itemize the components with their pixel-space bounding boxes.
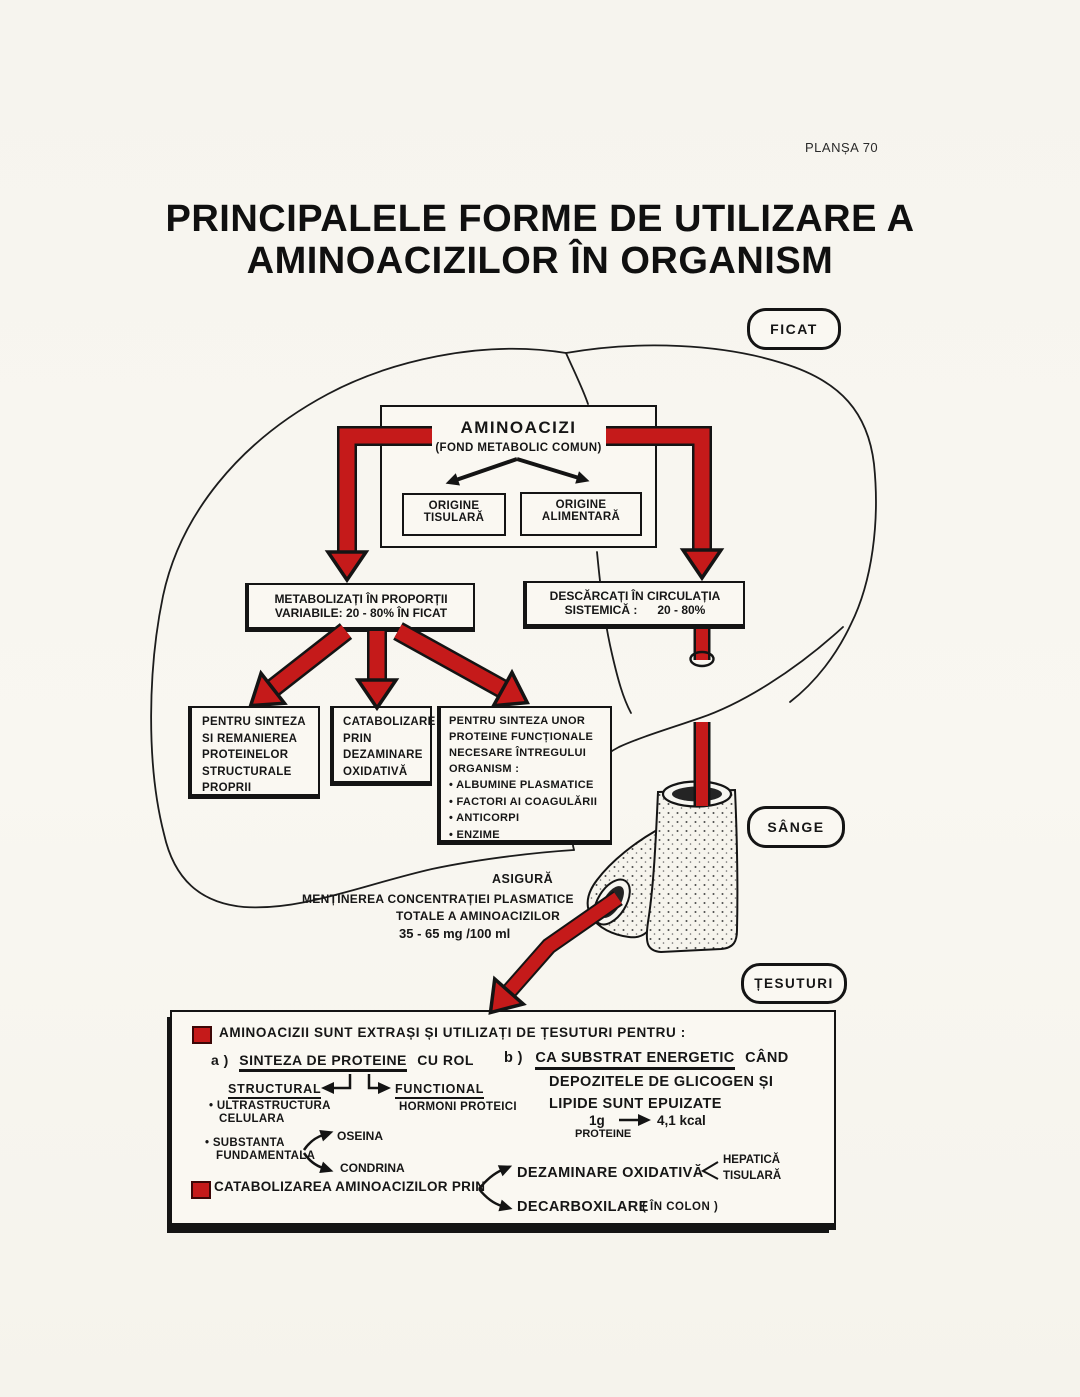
item-b-underlined: CA SUBSTRAT ENERGETIC xyxy=(535,1050,735,1070)
hepatica-tisulara-brace xyxy=(700,1161,719,1180)
descarcati-box: DESCĂRCAȚI ÎN CIRCULAȚIA SISTEMICĂ : 20 … xyxy=(523,581,745,629)
box-line: PENTRU SINTEZA UNOR xyxy=(449,715,586,727)
asigura-line4: 35 - 65 mg /100 ml xyxy=(399,926,511,941)
box-line: STRUCTURALE xyxy=(202,765,292,778)
asigura-line2: MENȚINEREA CONCENTRAȚIEI PLASMATICE xyxy=(302,892,574,906)
liver-capsule-ring xyxy=(689,650,715,668)
catabolizare-box: CATABOLIZARE PRIN DEZAMINARE OXIDATIVĂ xyxy=(330,706,436,786)
box-bullet-line: • ALBUMINE PLASMATICE xyxy=(449,779,594,791)
oseina-label: OSEINA xyxy=(337,1129,384,1143)
catabolizarea-label: CATABOLIZAREA AMINOACIZILOR PRIN xyxy=(214,1179,486,1194)
ficat-label: FICAT xyxy=(747,308,841,350)
box-line: DEZAMINARE xyxy=(343,749,423,761)
substanta-line1: • SUBSTANTA xyxy=(205,1137,285,1149)
energy-sub: PROTEINE xyxy=(575,1128,632,1140)
energy-from: 1g xyxy=(589,1113,605,1128)
sinteza-structurale-box: PENTRU SINTEZA SI REMANIEREA PROTEINELOR… xyxy=(188,706,320,799)
tisulara-label: TISULARĂ xyxy=(723,1170,782,1182)
box-line: ORGANISM : xyxy=(449,763,520,775)
red-square-bullet xyxy=(191,1181,211,1199)
item-b-rest: CÂND xyxy=(745,1050,789,1066)
descarcati-line2: SISTEMICĂ : 20 - 80% xyxy=(564,603,706,617)
sange-label: SÂNGE xyxy=(747,806,845,848)
asigura-line3: TOTALE A AMINOACIZILOR xyxy=(396,909,561,923)
brace-arrow-oseina xyxy=(302,1129,334,1151)
item-a-label: a ) xyxy=(211,1052,229,1068)
structural-label: STRUCTURAL xyxy=(228,1082,322,1099)
box-bullet-line: • ANTICORPI xyxy=(449,812,520,824)
functional-label: FUNCTIONAL xyxy=(395,1082,485,1099)
bracket-arrow-structural xyxy=(321,1074,352,1094)
page-title-line2: AMINOACIZILOR ÎN ORGANISM xyxy=(246,240,834,282)
box-line: SI REMANIEREA xyxy=(202,732,298,745)
origine-tisulara-line1: ORIGINE xyxy=(428,500,480,512)
metabolizati-line1: METABOLIZAȚI ÎN PROPORȚII xyxy=(274,592,448,606)
arrow-to-sinteza-functionale xyxy=(394,624,530,708)
substanta-line2: FUNDAMENTALA xyxy=(216,1150,316,1162)
in-colon-label: ( ÎN COLON ) xyxy=(642,1201,719,1213)
page-title-line1: PRINCIPALELE FORME DE UTILIZARE A xyxy=(165,198,915,240)
box-line: NECESARE ÎNTREGULUI xyxy=(449,747,587,759)
asigura-line1: ASIGURĂ xyxy=(492,872,554,886)
metabolizati-box: METABOLIZAȚI ÎN PROPORȚII VARIABILE: 20 … xyxy=(245,583,475,632)
origine-alimentara-line2: ALIMENTARĂ xyxy=(541,511,621,523)
item-a-row: a ) SINTEZA DE PROTEINE CU ROL xyxy=(211,1052,474,1072)
item-b-row: b ) CA SUBSTRAT ENERGETIC CÂND xyxy=(504,1050,789,1070)
box-line: PROTEINELOR xyxy=(202,749,289,761)
arrow-to-sinteza-structurale xyxy=(248,625,351,708)
box-bullet-line: • FACTORI AI COAGULĂRII xyxy=(449,795,598,808)
tesuturi-box-header: AMINOACIZII SUNT EXTRAȘI ȘI UTILIZAȚI DE… xyxy=(219,1025,686,1040)
box-line: PROPRII xyxy=(202,782,252,794)
tesuturi-label: ȚESUTURI xyxy=(741,963,847,1004)
origine-alimentara-box: ORIGINE ALIMENTARĂ xyxy=(520,492,642,536)
descarcati-line1: DESCĂRCAȚI ÎN CIRCULAȚIA xyxy=(549,589,721,603)
structural-text: STRUCTURAL xyxy=(228,1082,322,1099)
plate-number: PLANȘA 70 xyxy=(805,140,879,155)
ultrastructura-line2: CELULARA xyxy=(219,1113,285,1125)
box-bullet-line: • ENZIME xyxy=(449,828,500,841)
origine-tisulara-box: ORIGINE TISULARĂ xyxy=(402,493,506,536)
aminoacizi-subtitle: (FOND METABOLIC COMUN) xyxy=(435,442,602,454)
hormoni-label: HORMONI PROTEICI xyxy=(399,1101,517,1113)
vessel-top-opening xyxy=(661,780,733,808)
hepatica-label: HEPATICĂ xyxy=(723,1154,781,1166)
box-line: CATABOLIZARE xyxy=(343,716,436,728)
origine-tisulara-line2: TISULARĂ xyxy=(423,512,485,524)
sinteza-functionale-box: PENTRU SINTEZA UNOR PROTEINE FUNCȚIONALE… xyxy=(437,706,612,845)
item-b-line2: DEPOZITELE DE GLICOGEN ȘI xyxy=(549,1074,774,1090)
condrina-label: CONDRINA xyxy=(340,1161,405,1175)
item-a-underlined: SINTEZA DE PROTEINE xyxy=(239,1052,407,1072)
box-line: OXIDATIVĂ xyxy=(343,765,408,778)
bracket-arrow-functional xyxy=(367,1074,391,1094)
red-square-bullet xyxy=(192,1026,212,1044)
origine-alimentara-line1: ORIGINE xyxy=(555,499,607,511)
box-line: PRIN xyxy=(343,732,372,745)
tesuturi-box: AMINOACIZII SUNT EXTRAȘI ȘI UTILIZAȚI DE… xyxy=(170,1010,836,1230)
box-line: PENTRU SINTEZA xyxy=(202,716,306,728)
aminoacizi-title: AMINOACIZI xyxy=(460,418,577,437)
vessel-branch-opening xyxy=(593,878,631,926)
aminoacizi-box: AMINOACIZI (FOND METABOLIC COMUN) ORIGIN… xyxy=(380,405,657,548)
functional-text: FUNCTIONAL xyxy=(395,1082,485,1099)
item-b-line3: LIPIDE SUNT EPUIZATE xyxy=(549,1096,722,1112)
ultrastructura-line1: • ULTRASTRUCTURA xyxy=(209,1100,331,1112)
dezaminare-label: DEZAMINARE OXIDATIVĂ xyxy=(517,1165,704,1181)
energy-to: 4,1 kcal xyxy=(657,1113,706,1128)
decarboxilare-label: DECARBOXILARE xyxy=(517,1199,649,1215)
item-b-label: b ) xyxy=(504,1050,523,1066)
box-line: PROTEINE FUNCȚIONALE xyxy=(449,731,594,743)
item-a-rest: CU ROL xyxy=(417,1052,474,1068)
metabolizati-line2: VARIABILE: 20 - 80% ÎN FICAT xyxy=(274,606,448,620)
